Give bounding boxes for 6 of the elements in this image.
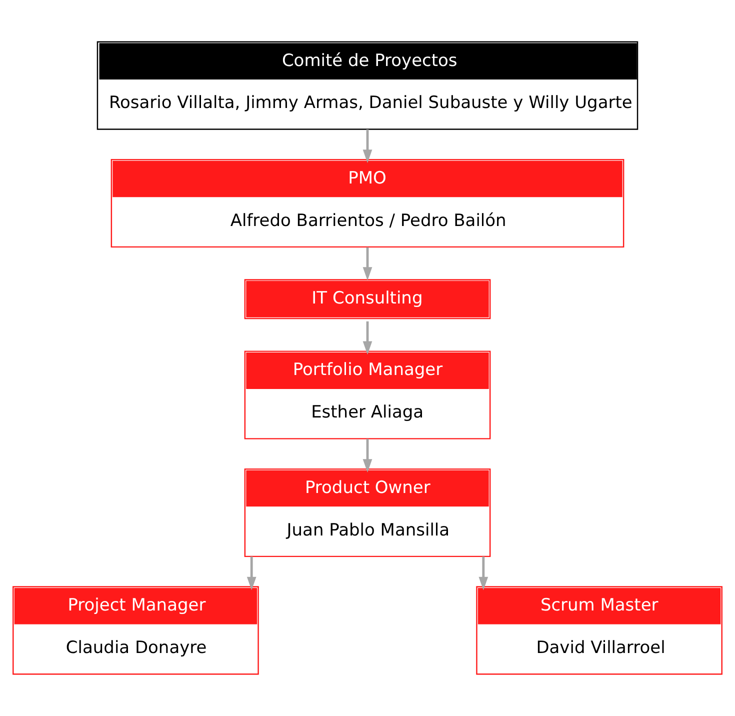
arrow	[246, 556, 256, 590]
arrow	[362, 129, 372, 164]
arrow	[362, 321, 372, 355]
arrow	[362, 438, 372, 473]
arrow	[362, 247, 372, 280]
arrow	[478, 556, 488, 590]
